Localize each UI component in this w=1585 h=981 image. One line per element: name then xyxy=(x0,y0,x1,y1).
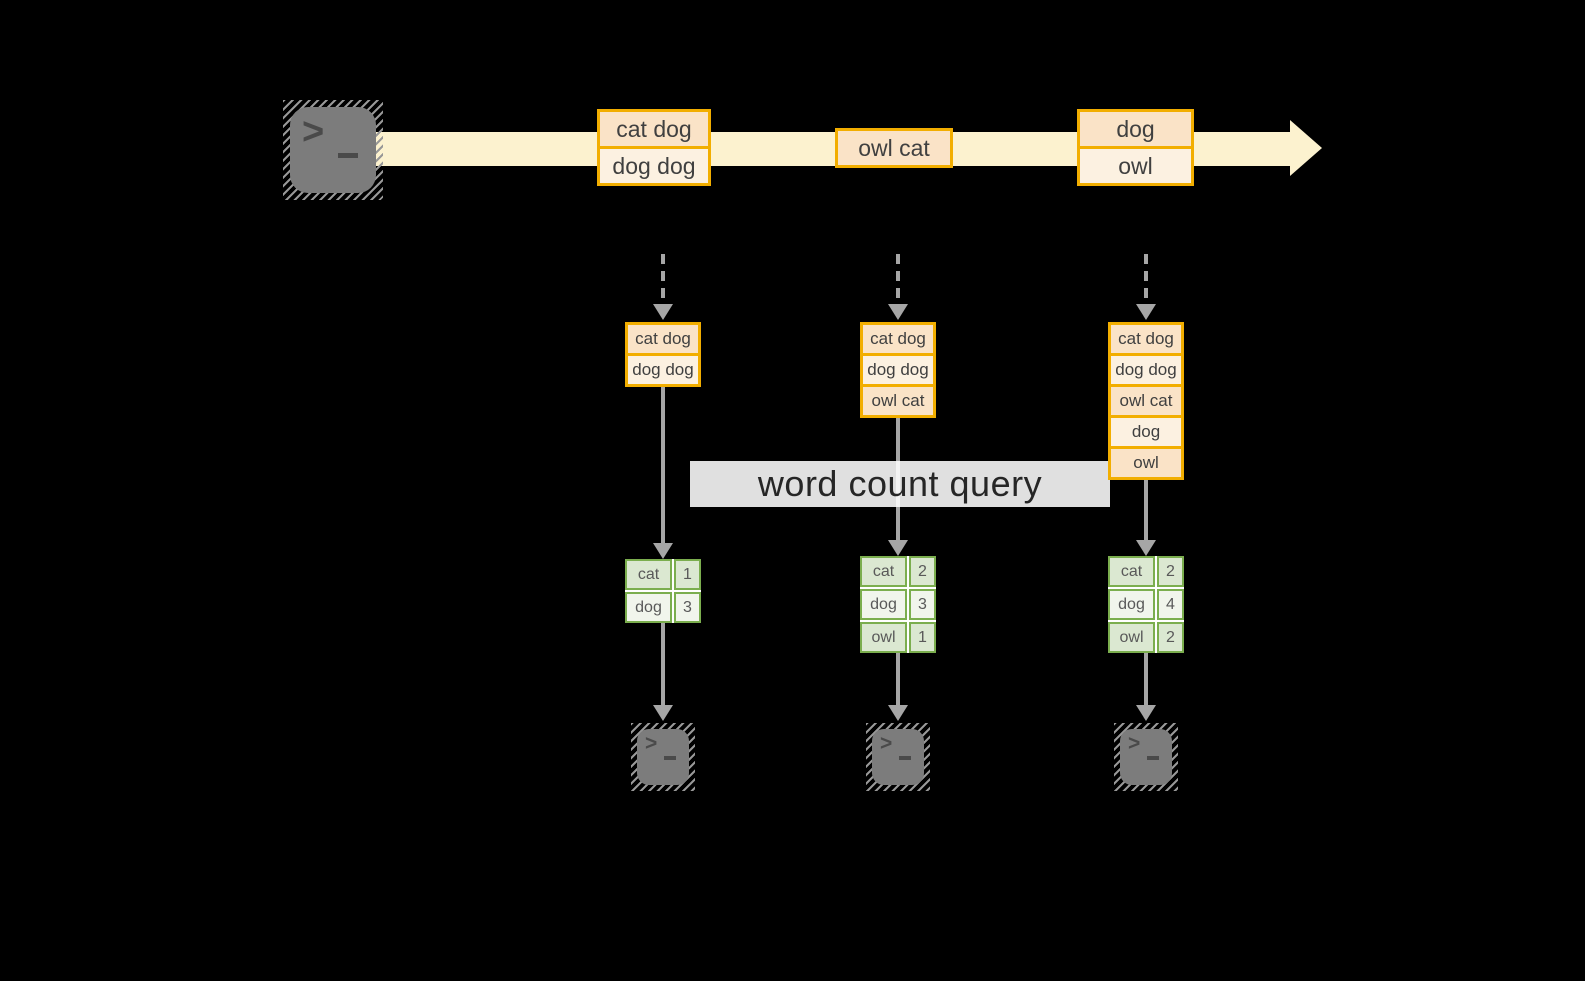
count-cell: 2 xyxy=(909,556,936,587)
stream-event-group: owl cat xyxy=(835,128,953,168)
accumulated-event-label: dog dog xyxy=(1115,360,1177,379)
terminal-prompt-icon: > xyxy=(1128,732,1141,755)
word-cell: cat xyxy=(1108,556,1155,587)
accumulated-event-box: cat dog xyxy=(1108,322,1184,356)
stream-event-group: dog owl xyxy=(1077,109,1194,186)
terminal-cursor-icon xyxy=(1147,756,1159,760)
arrowhead-icon xyxy=(1136,705,1156,721)
accumulated-event-label: owl cat xyxy=(1119,391,1173,410)
word-cell: owl xyxy=(860,622,907,653)
stream-event-label: dog dog xyxy=(612,152,696,179)
word-cell: owl xyxy=(1108,622,1155,653)
accumulated-event-box: dog dog xyxy=(860,353,936,387)
stream-event-label: dog xyxy=(1116,115,1155,142)
consumer-terminal-icon: > xyxy=(1114,723,1178,791)
accumulated-event-box: dog xyxy=(1108,415,1184,449)
terminal-cursor-icon xyxy=(664,756,676,760)
stream-arrow-head-icon xyxy=(1290,120,1322,176)
consumer-terminal-icon: > xyxy=(631,723,695,791)
accumulated-event-box: dog dog xyxy=(1108,353,1184,387)
terminal-prompt-icon: > xyxy=(645,732,658,755)
count-cell: 2 xyxy=(1157,556,1184,587)
count-cell: 1 xyxy=(909,622,936,653)
accumulated-event-label: cat dog xyxy=(870,329,926,348)
stream-to-stack-dashed-arrow xyxy=(896,254,900,304)
count-cell: 3 xyxy=(674,592,701,623)
terminal-screen: > xyxy=(290,107,376,193)
arrowhead-icon xyxy=(888,705,908,721)
terminal-prompt-icon: > xyxy=(880,732,893,755)
stream-event-label: owl cat xyxy=(858,134,930,161)
accumulated-event-label: owl cat xyxy=(871,391,925,410)
query-banner: word count query xyxy=(690,461,1110,507)
terminal-screen: > xyxy=(637,729,689,785)
accumulated-event-label: cat dog xyxy=(1118,329,1174,348)
stack-to-table-arrow xyxy=(1144,478,1148,540)
word-cell: dog xyxy=(860,589,907,620)
count-cell: 2 xyxy=(1157,622,1184,653)
count-cell: 3 xyxy=(909,589,936,620)
word-cell: dog xyxy=(625,592,672,623)
accumulated-events-stack: cat dog dog dog owl cat dog owl xyxy=(1108,322,1184,480)
source-terminal-icon: > xyxy=(283,100,383,200)
count-cell: 1 xyxy=(674,559,701,590)
table-to-consumer-arrow xyxy=(661,622,665,705)
query-banner-label: word count query xyxy=(757,463,1043,504)
accumulated-event-box: owl xyxy=(1108,446,1184,480)
word-cell: cat xyxy=(625,559,672,590)
terminal-prompt-icon: > xyxy=(302,111,325,153)
arrowhead-icon xyxy=(653,705,673,721)
terminal-cursor-icon xyxy=(338,153,358,158)
stream-event-box: dog dog xyxy=(597,146,711,186)
accumulated-event-box: cat dog xyxy=(625,322,701,356)
table-to-consumer-arrow xyxy=(896,652,900,705)
word-cell: cat xyxy=(860,556,907,587)
consumer-terminal-icon: > xyxy=(866,723,930,791)
accumulated-event-box: dog dog xyxy=(625,353,701,387)
word-cell: dog xyxy=(1108,589,1155,620)
terminal-screen: > xyxy=(1120,729,1172,785)
stream-event-box: dog xyxy=(1077,109,1194,149)
stream-event-box: owl xyxy=(1077,146,1194,186)
arrowhead-icon xyxy=(888,540,908,556)
stream-event-group: cat dog dog dog xyxy=(597,109,711,186)
count-cell: 4 xyxy=(1157,589,1184,620)
stream-to-stack-dashed-arrow xyxy=(1144,254,1148,304)
dashed-arrowhead-icon xyxy=(653,304,673,320)
accumulated-event-label: cat dog xyxy=(635,329,691,348)
table-to-consumer-arrow xyxy=(1144,652,1148,705)
dashed-arrowhead-icon xyxy=(1136,304,1156,320)
arrowhead-icon xyxy=(1136,540,1156,556)
stream-event-label: owl xyxy=(1118,152,1153,179)
accumulated-event-label: owl xyxy=(1133,453,1159,472)
dashed-arrowhead-icon xyxy=(888,304,908,320)
terminal-cursor-icon xyxy=(899,756,911,760)
arrowhead-icon xyxy=(653,543,673,559)
stream-event-label: cat dog xyxy=(616,115,692,142)
stream-event-box: owl cat xyxy=(835,128,953,168)
stream-to-stack-dashed-arrow xyxy=(661,254,665,304)
terminal-screen: > xyxy=(872,729,924,785)
accumulated-events-stack: cat dog dog dog xyxy=(625,322,701,387)
accumulated-event-box: cat dog xyxy=(860,322,936,356)
accumulated-event-box: owl cat xyxy=(860,384,936,418)
accumulated-event-label: dog xyxy=(1131,422,1161,441)
stream-event-box: cat dog xyxy=(597,109,711,149)
accumulated-event-label: dog dog xyxy=(632,360,694,379)
accumulated-event-box: owl cat xyxy=(1108,384,1184,418)
stack-to-table-arrow xyxy=(661,385,665,543)
accumulated-events-stack: cat dog dog dog owl cat xyxy=(860,322,936,418)
accumulated-event-label: dog dog xyxy=(867,360,929,379)
